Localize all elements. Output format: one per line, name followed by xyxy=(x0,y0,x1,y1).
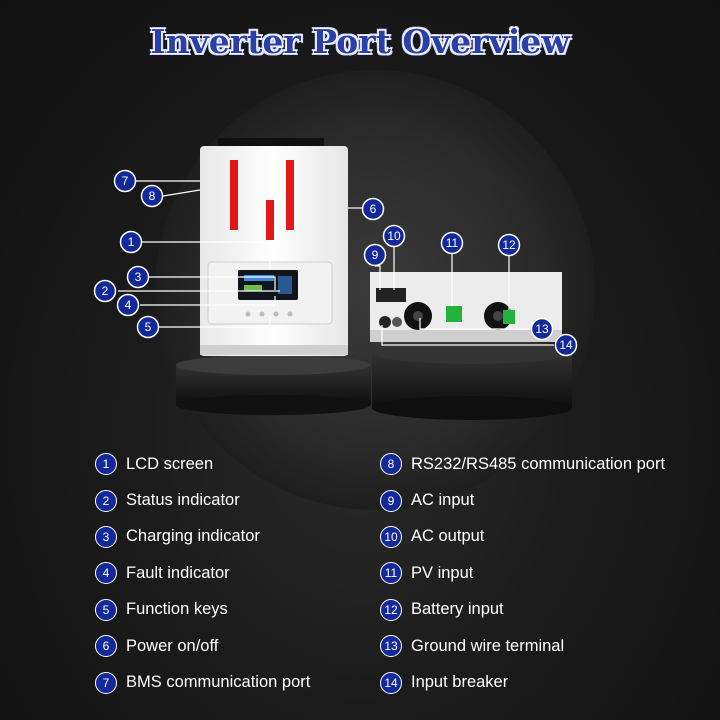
legend-item: 7 BMS communication port xyxy=(95,664,310,700)
legend-number-badge: 11 xyxy=(380,562,402,585)
callout-number: 3 xyxy=(135,270,142,284)
page-title: Inverter Port Overview xyxy=(150,22,570,61)
legend-item: 13 Ground wire terminal xyxy=(380,628,665,664)
callout-badge xyxy=(361,197,385,221)
legend-left: 1 LCD screen 2 Status indicator 3 Charging in… xyxy=(95,446,310,701)
leader-lines xyxy=(118,180,554,346)
callout-number: 12 xyxy=(502,238,516,252)
pedestal-right xyxy=(372,340,572,420)
legend-item: 9 AC input xyxy=(380,482,665,518)
legend-number-badge: 12 xyxy=(380,598,402,621)
callout-badge xyxy=(140,184,164,208)
inverter-front-view xyxy=(200,138,348,356)
callout-number: 2 xyxy=(102,284,109,298)
legend-label: RS232/RS485 communication port xyxy=(411,454,666,473)
legend-label: Input breaker xyxy=(411,673,509,692)
legend-item: 3 Charging indicator xyxy=(95,519,310,555)
legend-label: PV input xyxy=(411,563,474,582)
legend-item: 2 Status indicator xyxy=(95,482,310,518)
callout-badge xyxy=(126,265,150,289)
callout-number: 14 xyxy=(559,338,573,352)
callout-number: 6 xyxy=(370,202,377,216)
legend-item: 6 Power on/off xyxy=(95,628,310,664)
callout-number: 9 xyxy=(372,248,379,262)
legend-number-badge: 7 xyxy=(95,671,117,694)
legend-label: Battery input xyxy=(411,600,504,619)
legend-number-badge: 1 xyxy=(95,453,117,476)
legend-number-badge: 2 xyxy=(95,489,117,512)
callout-number: 7 xyxy=(122,174,129,188)
callout-badge xyxy=(113,169,137,193)
legend-item: 11 PV input xyxy=(380,555,665,591)
legend-label: LCD screen xyxy=(126,454,214,473)
legend-item: 4 Fault indicator xyxy=(95,555,310,591)
callout-badge xyxy=(136,315,160,339)
callout-number: 10 xyxy=(387,229,401,243)
callout-badge xyxy=(116,293,140,317)
legend-label: BMS communication port xyxy=(126,673,311,692)
callout-badge xyxy=(530,317,554,341)
legend-label: Fault indicator xyxy=(126,563,230,582)
legend-number-badge: 10 xyxy=(380,525,402,548)
legend-number-badge: 3 xyxy=(95,525,117,548)
legend-item: 14 Input breaker xyxy=(380,664,665,700)
legend-label: AC input xyxy=(411,491,475,510)
callout-badge xyxy=(93,279,117,303)
legend-number-badge: 4 xyxy=(95,562,117,585)
legend-item: 1 LCD screen xyxy=(95,446,310,482)
legend-label: Function keys xyxy=(126,600,228,619)
legend-label: Ground wire terminal xyxy=(411,636,565,655)
legend-number-badge: 13 xyxy=(380,635,402,658)
callout-badge xyxy=(554,333,578,357)
callout-badge xyxy=(363,243,387,267)
callout-number: 8 xyxy=(149,189,156,203)
legend-label: Status indicator xyxy=(126,491,240,510)
callout-badge xyxy=(440,231,464,255)
legend-number-badge: 6 xyxy=(95,635,117,658)
callout-number: 5 xyxy=(145,320,152,334)
legend-label: Charging indicator xyxy=(126,527,260,546)
legend-number-badge: 9 xyxy=(380,489,402,512)
legend-item: 5 Function keys xyxy=(95,592,310,628)
callout-number: 11 xyxy=(446,236,459,250)
legend-item: 12 Battery input xyxy=(380,592,665,628)
callout-number: 4 xyxy=(125,298,132,312)
callout-badge xyxy=(497,233,521,257)
legend-item: 10 AC output xyxy=(380,519,665,555)
legend-label: AC output xyxy=(411,527,485,546)
legend-number-badge: 14 xyxy=(380,671,402,694)
legend-item: 8 RS232/RS485 communication port xyxy=(380,446,665,482)
callout-badge xyxy=(382,224,406,248)
callout-badge xyxy=(119,230,143,254)
legend-right: 8 RS232/RS485 communication port 9 AC input… xyxy=(380,446,665,701)
callout-number: 13 xyxy=(535,322,549,336)
pedestal-left xyxy=(176,355,371,415)
callout-number: 1 xyxy=(128,235,135,249)
inverter-bottom-view xyxy=(370,272,562,342)
legend-number-badge: 5 xyxy=(95,598,117,621)
legend-label: Power on/off xyxy=(126,636,219,655)
legend-number-badge: 8 xyxy=(380,453,402,476)
